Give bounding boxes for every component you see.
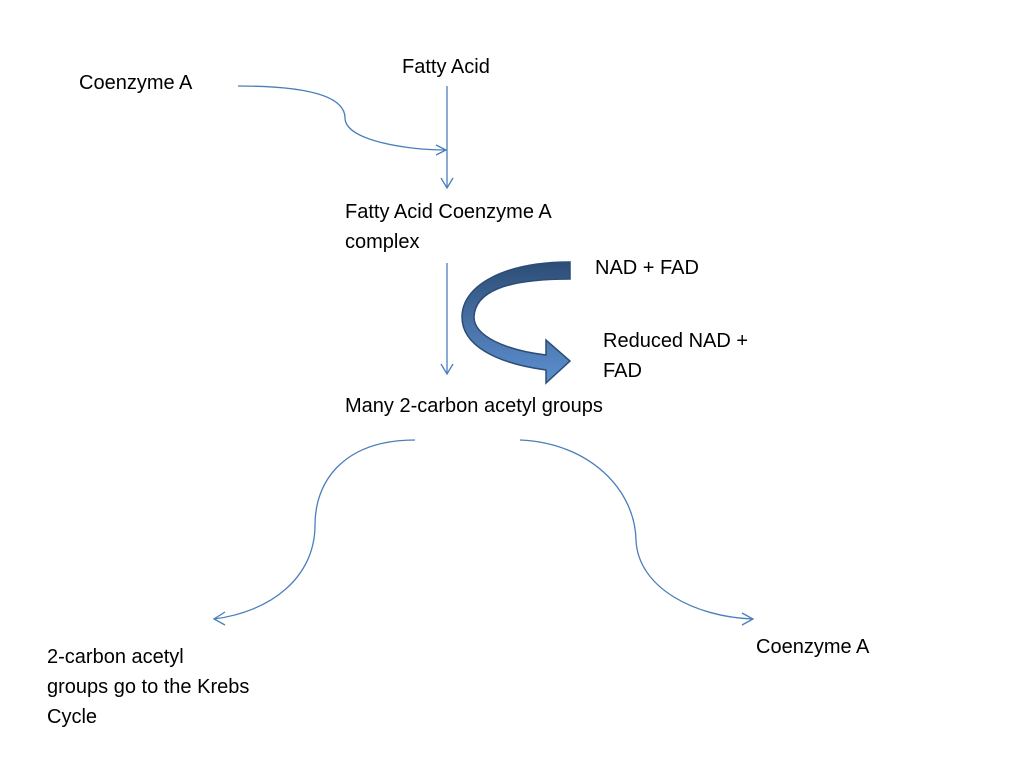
arrow-acetyl-to-krebs [212,439,416,626]
arrow-acetyl-to-coenzyme-a [519,439,755,626]
label-fatty-acid: Fatty Acid [402,56,490,78]
curved-arrow-nad-reduction [461,261,572,385]
label-coenzyme-a-bottom: Coenzyme A [756,636,870,658]
label-acetyl-groups: Many 2-carbon acetyl groups [345,395,603,417]
label-coenzyme-a-top: Coenzyme A [79,72,193,94]
label-reduced-line2: FAD [603,360,642,382]
label-complex-line1: Fatty Acid Coenzyme A [345,201,552,223]
label-reduced-line1: Reduced NAD + [603,330,749,352]
label-krebs-line3: Cycle [47,706,98,728]
label-krebs-line2: groups go to the Krebs [47,676,250,698]
arrow-coenzyme-a-merge [237,85,448,156]
label-krebs-line1: 2-carbon acetyl [47,646,184,668]
label-nad-fad: NAD + FAD [595,257,699,279]
arrow-complex-to-acetyl [440,263,454,376]
label-complex-line2: complex [345,231,420,253]
arrow-fatty-acid-to-complex [440,86,454,190]
